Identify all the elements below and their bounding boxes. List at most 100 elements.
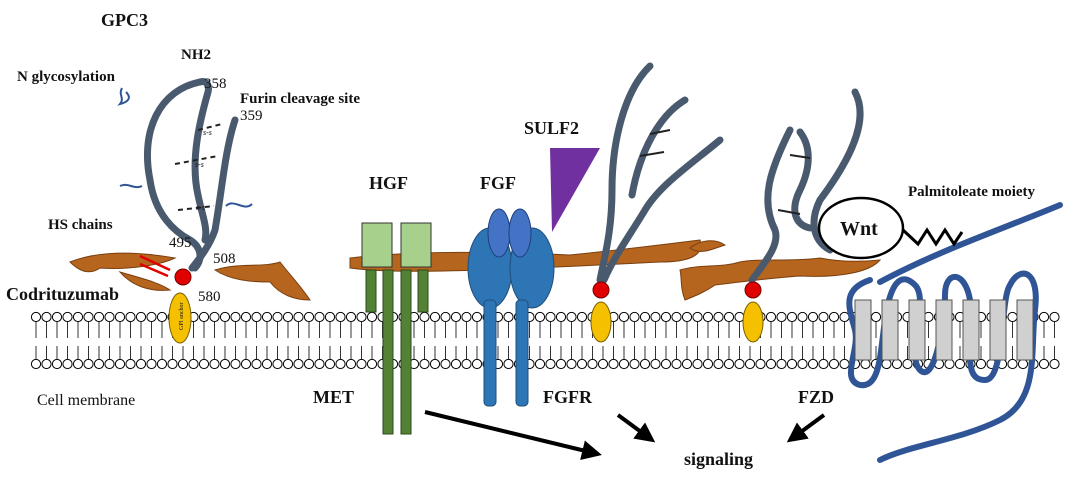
lipid-head — [503, 311, 514, 323]
lipid-head — [314, 358, 325, 370]
lipid-head — [618, 358, 630, 370]
lipid-head — [818, 311, 829, 323]
lipid-head — [1038, 311, 1050, 323]
hgf-label: HGF — [369, 173, 408, 193]
lipid-head — [639, 358, 651, 370]
lipid-head — [786, 358, 798, 370]
lipid-head — [1049, 311, 1060, 323]
lipid-head — [1049, 358, 1060, 370]
lipid-head — [135, 358, 147, 370]
lipid-head — [219, 358, 231, 370]
lipid-head — [282, 358, 294, 370]
lipid-head — [839, 311, 850, 323]
lipid-head — [419, 358, 430, 370]
lipid-head — [713, 358, 724, 370]
lipid-head — [230, 358, 241, 370]
lipid-head — [324, 358, 336, 370]
pos-580-label: 580 — [198, 289, 221, 305]
palmitoleate-label: Palmitoleate moiety — [908, 184, 1036, 200]
lipid-head — [104, 311, 115, 323]
fzd-signal-arrow — [786, 413, 826, 443]
gpc3-molecule-2 — [590, 62, 724, 343]
lipid-head — [345, 358, 357, 370]
fgfr-chain-left — [483, 299, 497, 407]
fgf-label: FGF — [480, 173, 516, 193]
hgf-met-complex — [361, 222, 432, 435]
lipid-head — [303, 311, 315, 323]
gpc3-molecule-3 — [742, 88, 864, 343]
n-glycosylation-label: N glycosylation — [17, 69, 116, 85]
lipid-head — [72, 358, 84, 370]
lipid-head — [125, 311, 136, 323]
lipid-head — [366, 311, 378, 323]
lipid-head — [240, 358, 252, 370]
lipid-head — [1007, 311, 1018, 323]
lipid-head — [51, 358, 63, 370]
met-chain-right — [400, 269, 412, 435]
lipid-head — [93, 311, 105, 323]
hs-chains-label: HS chains — [48, 217, 113, 233]
lipid-head — [566, 311, 577, 323]
lipid-head — [702, 358, 714, 370]
lipid-head — [671, 311, 682, 323]
lipid-head — [692, 358, 703, 370]
lipid-head — [51, 311, 63, 323]
ss-bond-label-2: s-s — [195, 160, 204, 169]
lipid-head — [104, 358, 115, 370]
lipid-head — [776, 358, 787, 370]
met-ecto-left-a — [365, 269, 377, 313]
lipid-head — [576, 311, 588, 323]
lipid-head — [860, 358, 871, 370]
lipid-head — [135, 311, 147, 323]
lipid-head — [62, 358, 73, 370]
nh2-label: NH2 — [181, 47, 211, 63]
lipid-head — [744, 358, 756, 370]
lipid-head — [555, 358, 567, 370]
lipid-head — [650, 311, 661, 323]
lipid-head — [545, 358, 556, 370]
lipid-head — [314, 311, 325, 323]
lipid-head — [83, 311, 94, 323]
lipid-head — [597, 358, 609, 370]
lipid-head — [1007, 358, 1018, 370]
gpc3-molecule — [117, 78, 253, 344]
lipid-head — [146, 311, 157, 323]
lipid-head — [440, 311, 451, 323]
met-label: MET — [313, 387, 354, 407]
lipid-head — [881, 358, 892, 370]
lipid-head — [891, 358, 903, 370]
lipid-head — [450, 358, 462, 370]
lipid-head — [324, 311, 336, 323]
lipid-head — [251, 358, 262, 370]
wnt-ellipse — [817, 196, 905, 260]
lipid-head — [30, 311, 42, 323]
lipid-head — [261, 311, 273, 323]
lipid-head — [156, 311, 168, 323]
lipid-head — [209, 358, 220, 370]
lipid-head — [219, 311, 231, 323]
lipid-head — [93, 358, 105, 370]
lipid-head — [282, 311, 294, 323]
lipid-head — [461, 358, 472, 370]
hgf-right — [400, 222, 432, 268]
lipid-head — [188, 358, 199, 370]
wnt-label: Wnt — [840, 218, 878, 240]
lipid-head — [776, 311, 787, 323]
fgf-fgfr-complex — [467, 208, 555, 407]
lipid-head — [797, 311, 808, 323]
lipid-head — [639, 311, 651, 323]
lipid-head — [702, 311, 714, 323]
lipid-head — [807, 311, 819, 323]
lipid-head — [240, 311, 252, 323]
lipid-head — [83, 358, 94, 370]
lipid-head — [650, 358, 661, 370]
lipid-head — [356, 311, 367, 323]
lipid-head — [251, 311, 262, 323]
sulf2-label: SULF2 — [524, 118, 579, 138]
lipid-head — [797, 358, 808, 370]
lipid-head — [62, 311, 73, 323]
met-ecto-right-a — [417, 269, 429, 313]
codrituzumab-label: Codrituzumab — [6, 284, 119, 304]
lipid-head — [209, 311, 220, 323]
